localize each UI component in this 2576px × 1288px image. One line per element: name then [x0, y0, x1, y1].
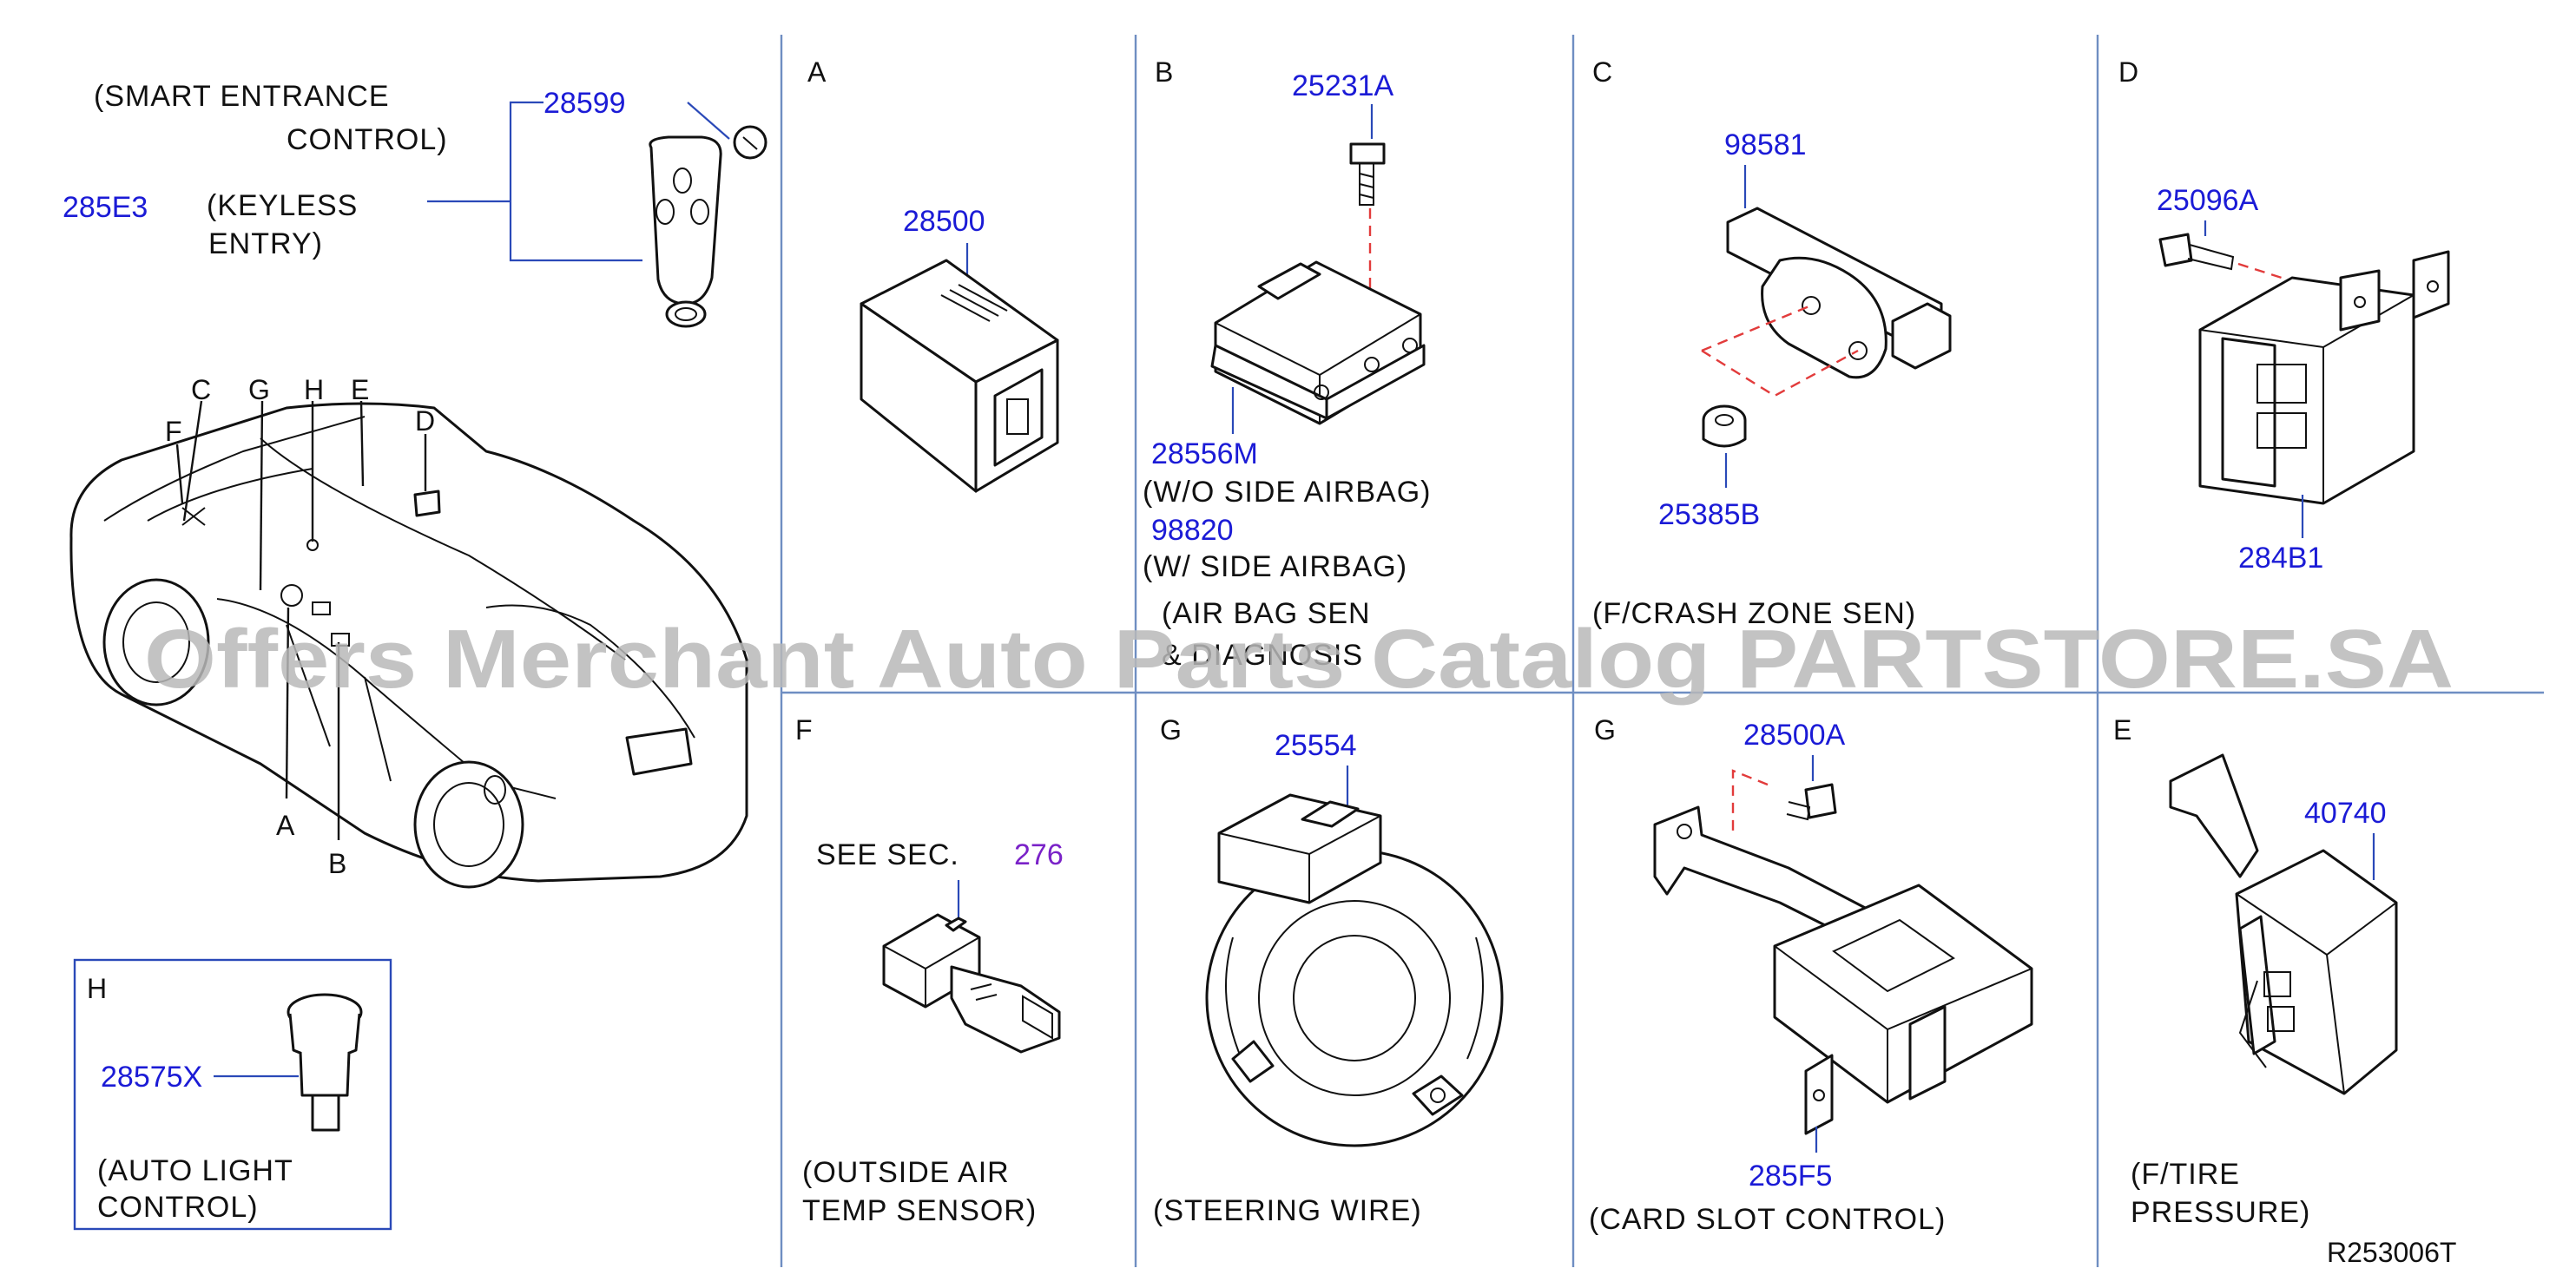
- callout-B[interactable]: B: [328, 848, 346, 879]
- part-number-28556M[interactable]: 28556M: [1151, 437, 1258, 470]
- part-number-28575X[interactable]: 28575X: [101, 1061, 202, 1094]
- section-B: B 25231A 28556M (W/O SIDE AIRBAG) 98820 …: [1143, 56, 1431, 672]
- without-side-airbag-label: (W/O SIDE AIRBAG): [1143, 476, 1431, 509]
- section-G-steering: G 25554 (STEERING WIRE): [1153, 714, 1504, 1227]
- tire-pressure-label-2: PRESSURE): [2131, 1196, 2310, 1229]
- section-C: C 98581 25385B (F/CRASH ZONE SEN): [1592, 56, 1952, 630]
- tire-pressure-label-1: (F/TIRE: [2131, 1158, 2240, 1191]
- part-number-285F5[interactable]: 285F5: [1749, 1160, 1832, 1193]
- with-side-airbag-label: (W/ SIDE AIRBAG): [1143, 550, 1407, 583]
- airbag-sen-label-1: (AIR BAG SEN: [1162, 597, 1371, 630]
- airbag-sensor-icon: [1210, 260, 1426, 425]
- ambient-sensor-icon: [882, 913, 1061, 1054]
- callout-C[interactable]: C: [191, 374, 211, 405]
- auto-light-label-1: (AUTO LIGHT: [97, 1154, 293, 1187]
- nut-icon: [1702, 404, 1747, 448]
- crash-zone-sensor-icon: [1726, 207, 1952, 379]
- section-letter-G-card: G: [1594, 714, 1616, 746]
- part-number-25554[interactable]: 25554: [1275, 729, 1357, 762]
- control-unit-A-icon: [860, 259, 1059, 493]
- key-fob-icon: [649, 135, 722, 328]
- section-G-card-slot: G 28500A 285F5 (CARD SLOT CONTROL): [1589, 714, 2033, 1236]
- watermark-text: Offers Merchant Auto Parts Catalog PARTS…: [144, 613, 2454, 706]
- keyless-entry-group: (SMART ENTRANCE CONTROL) 285E3 (KEYLESS …: [63, 80, 768, 328]
- diagram-id: R253006T: [2327, 1237, 2456, 1268]
- part-number-28500[interactable]: 28500: [903, 205, 985, 238]
- part-number-28500A[interactable]: 28500A: [1743, 719, 1846, 752]
- part-number-98820[interactable]: 98820: [1151, 514, 1234, 547]
- section-letter-A: A: [807, 56, 827, 88]
- screw-icon: [2158, 233, 2235, 271]
- callout-E[interactable]: E: [351, 374, 369, 405]
- section-letter-C: C: [1592, 56, 1612, 88]
- section-letter-E: E: [2113, 714, 2131, 746]
- callout-H[interactable]: H: [304, 374, 324, 405]
- car-callout-letters: C G H E F D A B: [165, 374, 435, 879]
- panel-grid: [780, 35, 2544, 1267]
- steering-wire-label: (STEERING WIRE): [1153, 1194, 1422, 1227]
- section-A: A 28500: [807, 56, 1059, 493]
- section-letter-F: F: [795, 714, 813, 746]
- tire-pressure-receiver-icon: [2169, 753, 2398, 1095]
- battery-icon: [733, 125, 768, 160]
- section-D: D 25096A 284B1: [2118, 56, 2450, 575]
- car-overview-illustration: [69, 400, 748, 889]
- bolt-G-icon: [1786, 783, 1837, 821]
- spiral-cable-icon: [1205, 793, 1504, 1147]
- card-slot-module-icon: [1653, 805, 2033, 1135]
- see-sec-label: SEE SEC.: [816, 838, 959, 871]
- keyless-label-2: ENTRY): [208, 227, 323, 260]
- part-number-25385B[interactable]: 25385B: [1658, 498, 1760, 531]
- bolt-icon: [1349, 142, 1386, 206]
- section-ref-276-link[interactable]: 276: [1014, 838, 1064, 871]
- section-F: F SEE SEC. 276 (OUTSIDE AIR TEMP SENSOR): [795, 714, 1064, 1227]
- part-number-284B1[interactable]: 284B1: [2238, 542, 2323, 575]
- section-letter-G-steering: G: [1160, 714, 1182, 746]
- inset-H-auto-light: H 28575X (AUTO LIGHT CONTROL): [73, 958, 392, 1231]
- section-E: E 40740 (F/TIRE PRESSURE): [2113, 714, 2398, 1229]
- callout-D[interactable]: D: [415, 405, 435, 437]
- callout-F[interactable]: F: [165, 416, 182, 447]
- inset-letter-H: H: [87, 973, 107, 1004]
- crash-zone-label: (F/CRASH ZONE SEN): [1592, 597, 1916, 630]
- outside-air-label-1: (OUTSIDE AIR: [802, 1156, 1010, 1189]
- part-number-28599[interactable]: 28599: [544, 87, 626, 120]
- smart-entrance-label-1: (SMART ENTRANCE: [94, 80, 390, 113]
- airbag-sen-label-2: & DIAGNOSIS: [1162, 639, 1363, 672]
- auto-light-label-2: CONTROL): [97, 1191, 259, 1224]
- outside-air-label-2: TEMP SENSOR): [802, 1194, 1037, 1227]
- card-slot-label: (CARD SLOT CONTROL): [1589, 1203, 1946, 1236]
- part-number-40740[interactable]: 40740: [2304, 797, 2387, 830]
- part-number-25231A[interactable]: 25231A: [1292, 69, 1394, 102]
- keyless-label-1: (KEYLESS: [207, 189, 358, 222]
- part-number-285E3[interactable]: 285E3: [63, 191, 148, 224]
- section-letter-B: B: [1155, 56, 1173, 88]
- part-number-98581[interactable]: 98581: [1724, 128, 1807, 161]
- control-module-D-icon: [2198, 250, 2450, 505]
- light-sensor-icon: [287, 993, 363, 1132]
- part-number-25096A[interactable]: 25096A: [2157, 184, 2259, 217]
- smart-entrance-label-2: CONTROL): [287, 123, 448, 156]
- section-letter-D: D: [2118, 56, 2138, 88]
- callout-A[interactable]: A: [276, 810, 295, 841]
- callout-G[interactable]: G: [248, 374, 270, 405]
